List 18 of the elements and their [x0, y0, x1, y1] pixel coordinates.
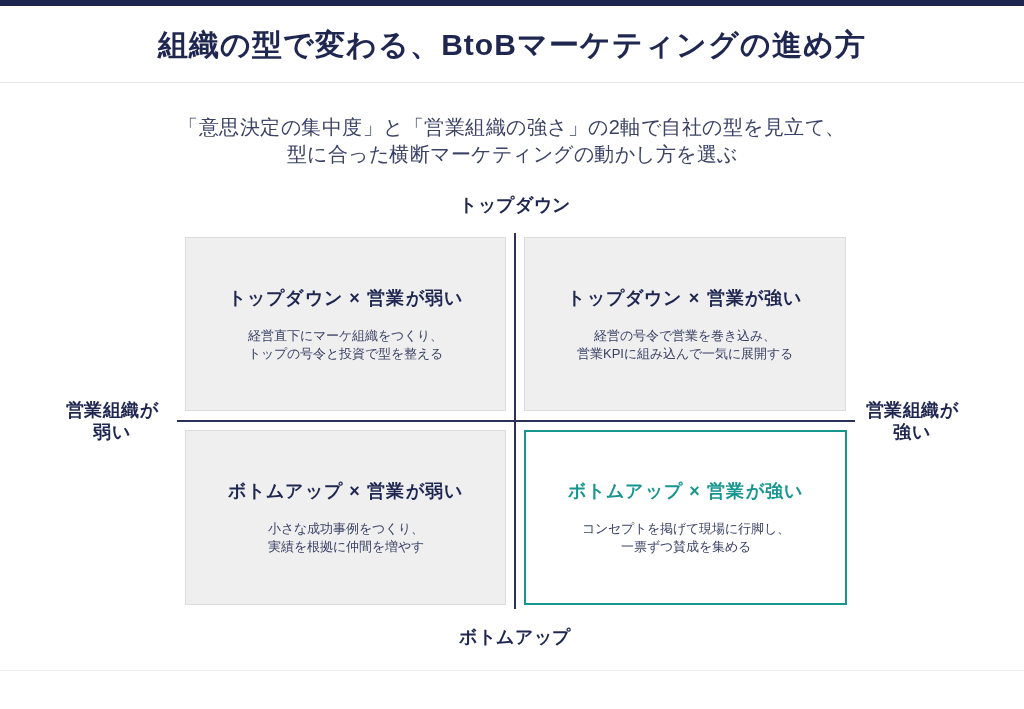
quadrant-title: トップダウン × 営業が弱い [227, 287, 464, 310]
quadrant-title: ボトムアップ × 営業が強い [567, 480, 804, 503]
title: 組織の型で変わる、BtoBマーケティングの進め方 [158, 27, 866, 63]
quadrant-box [524, 430, 847, 605]
quadrant-description: コンセプトを掲げて現場に行脚し、一票ずつ賛成を集める [580, 520, 791, 556]
quadrant-box [185, 430, 506, 605]
quadrant-description: 小さな成功事例をつくり、実績を根拠に仲間を増やす [266, 520, 425, 556]
quadrant-description: 経営直下にマーケ組織をつくり、トップの号令と投資で型を整える [247, 327, 444, 363]
quadrant-description: 経営の号令で営業を巻き込み、営業KPIに組み込んで一気に展開する [576, 327, 794, 363]
axis-label: トップダウン [459, 194, 571, 216]
subtitle: 「意思決定の集中度」と「営業組織の強さ」の2軸で自社の型を見立て、型に合った横断マーケティングの動かし方を選ぶ [177, 115, 847, 167]
quadrant-title: ボトムアップ × 営業が弱い [227, 480, 464, 503]
axis-label: 営業組織が強い [864, 399, 960, 443]
quadrant-box [185, 237, 506, 411]
quadrant-title: トップダウン × 営業が強い [567, 287, 803, 310]
axis-label: 営業組織が弱い [64, 399, 160, 443]
quadrant-box [524, 237, 846, 411]
axis-label: ボトムアップ [459, 626, 571, 648]
